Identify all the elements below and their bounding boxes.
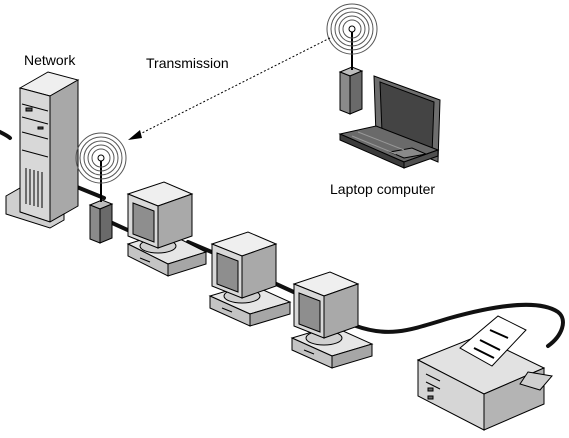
server-icon xyxy=(5,71,80,229)
radio-wave-icon xyxy=(326,3,378,55)
transmission-label: Transmission xyxy=(146,55,229,71)
laptop-computer-label: Laptop computer xyxy=(330,181,436,197)
desktop-computer-icon xyxy=(290,271,374,369)
network-label: Network xyxy=(24,52,76,68)
wireless-access-point-icon xyxy=(338,25,364,115)
wireless-access-point-icon xyxy=(88,154,114,244)
transmission-arrow xyxy=(128,37,331,140)
desktop-computer-icon xyxy=(208,231,292,327)
laptop-icon xyxy=(338,75,441,169)
laser-printer-icon xyxy=(416,315,553,431)
desktop-computer-icon xyxy=(126,181,208,277)
radio-wave-icon xyxy=(75,132,127,184)
